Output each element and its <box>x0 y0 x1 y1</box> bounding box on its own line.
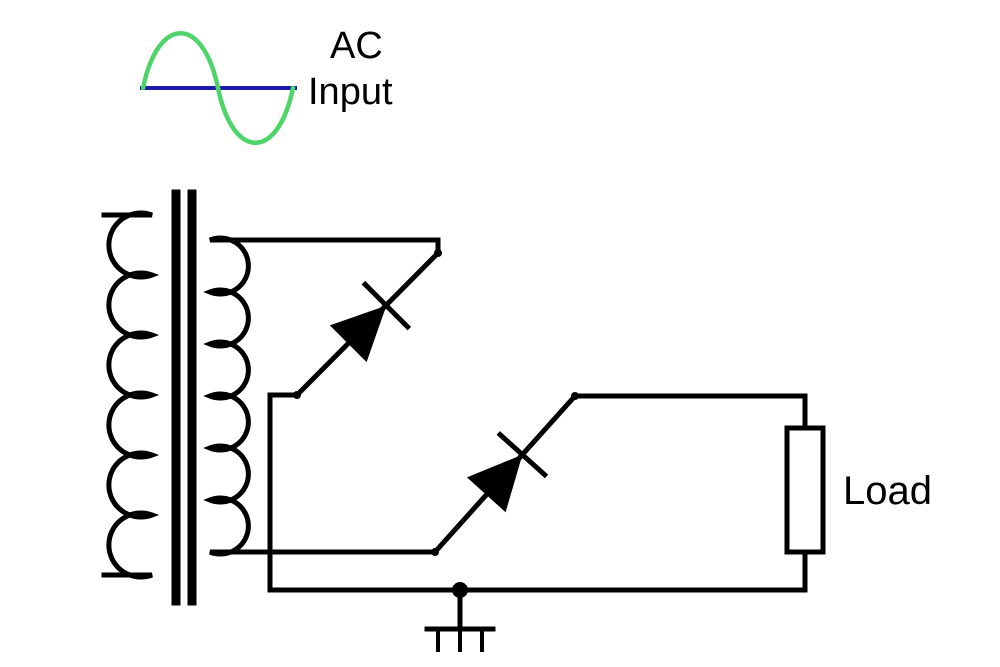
transformer-primary-winding <box>101 210 160 580</box>
load-label: Load <box>843 469 932 513</box>
diode-1-triangle <box>329 305 387 363</box>
load-resistor <box>784 425 826 555</box>
wire-upper-branch-and-bottom-rail <box>267 237 808 593</box>
diode-2 <box>466 431 549 513</box>
junction-dot-diode2-top <box>571 392 579 400</box>
diode-1-cathode-bar <box>361 280 412 331</box>
circuit-wiring <box>101 189 826 652</box>
diode-2-triangle <box>466 454 523 513</box>
ac-label-line1: AC <box>330 25 383 67</box>
sine-wave <box>140 31 296 145</box>
ac-label-line2: Input <box>308 71 393 113</box>
junction-dot-ground <box>452 582 468 598</box>
junction-dot-diode2-bottom <box>431 548 439 556</box>
junction-dot-diode1-top <box>434 249 442 257</box>
diode-1 <box>329 280 412 363</box>
labels-layer: AC Input Load <box>308 25 932 513</box>
junction-dot-diode1-bottom <box>293 391 301 399</box>
diode-2-cathode-bar <box>496 431 549 479</box>
ac-input-symbol <box>140 31 297 145</box>
junction-dots <box>293 249 579 598</box>
transformer-secondary-winding <box>203 235 441 557</box>
